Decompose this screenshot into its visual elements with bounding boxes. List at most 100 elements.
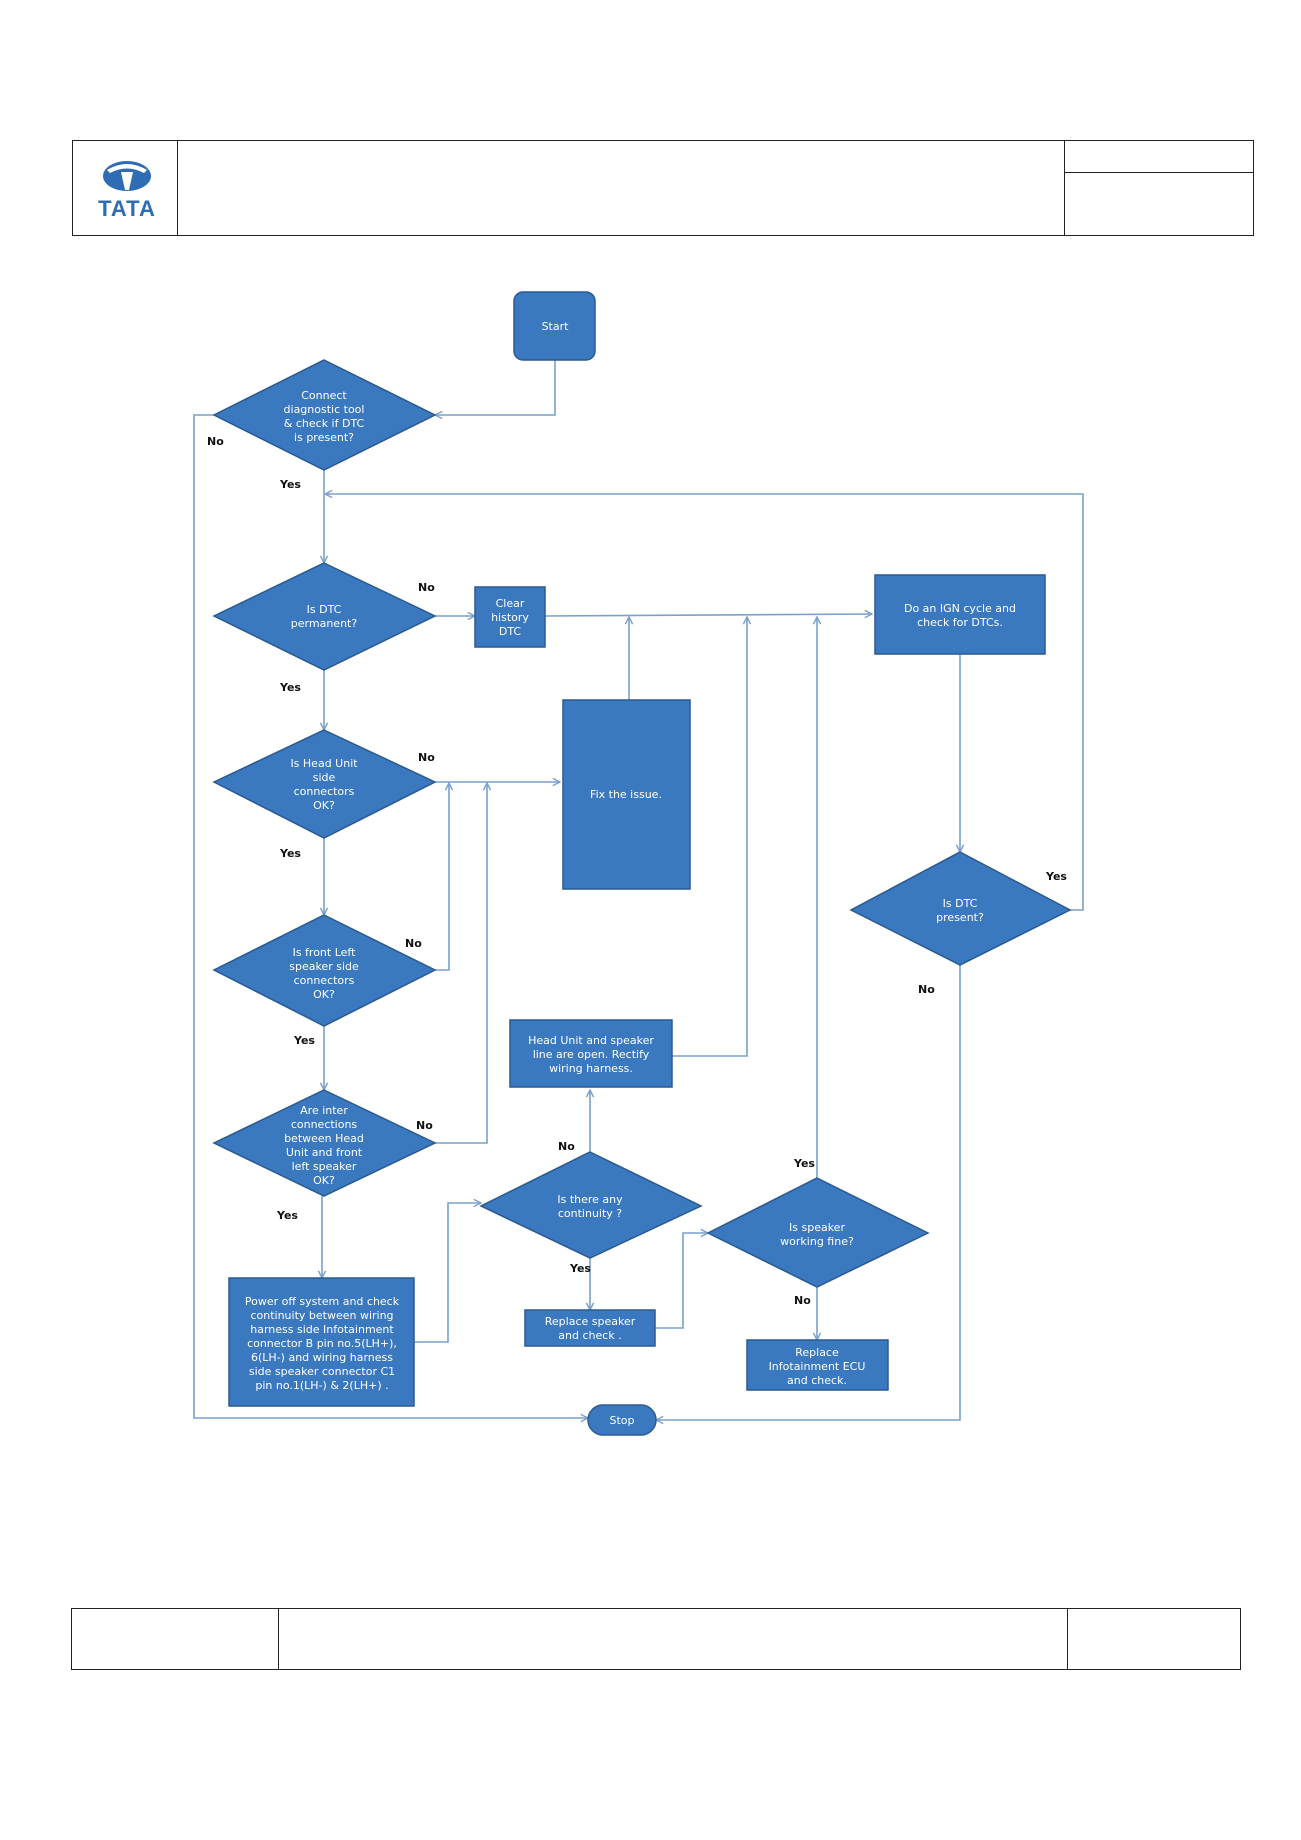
label-d5-no: No [416,1119,433,1132]
footer-divider [1067,1608,1068,1670]
node-text-line: Is DTC [943,897,978,910]
node-text-line: Connect [301,389,347,402]
label-dcont-yes: Yes [569,1262,591,1275]
node-text-line: Stop [609,1414,634,1427]
node-text-line: Do an IGN cycle and [904,602,1016,615]
node-text-line: Unit and front [286,1146,363,1159]
node-text-line: permanent? [291,617,358,630]
edges [193,360,1084,1420]
node-text-line: side [313,771,336,784]
node-text-line: 6(LH-) and wiring harness [251,1351,393,1364]
edge-labels: No Yes No Yes No Yes No Yes No Yes Yes N… [207,435,1067,1307]
node-text-line: Is speaker [789,1221,845,1234]
node-text-line: Head Unit and speaker [528,1034,654,1047]
node-text-line: and check . [558,1329,621,1342]
label-dspk-no: No [794,1294,811,1307]
node-text-line: wiring harness. [549,1062,633,1075]
label-d3-yes: Yes [279,847,301,860]
node-text-line: check for DTCs. [917,616,1003,629]
node-text-line: between Head [284,1132,364,1145]
node-text-line: is present? [294,431,354,444]
edge-d4-no [435,783,449,971]
node-text-line: connections [291,1118,358,1131]
node-text-line: Power off system and check [245,1295,400,1308]
node-text-line: working fine? [780,1235,854,1248]
node-text-line: continuity ? [558,1207,622,1220]
node-text-line: connectors [294,785,355,798]
edge-clear-ign [544,614,872,616]
node-text-line: Is DTC [307,603,342,616]
node-stop: Stop [587,1404,657,1436]
node-text-line: left speaker [292,1160,357,1173]
node-text-line: harness side Infotainment [250,1323,394,1336]
label-d2-no: No [418,581,435,594]
node-text-line: Is front Left [293,946,357,959]
edge-start-d1 [435,360,556,415]
node-text-line: present? [936,911,984,924]
label-d4-yes: Yes [293,1034,315,1047]
node-text-line: Are inter [300,1104,348,1117]
label-d5-yes: Yes [276,1209,298,1222]
node-text-line: Replace speaker [545,1315,636,1328]
header-table [72,140,1254,236]
label-dpres-yes: Yes [1045,870,1067,883]
node-start: Start [513,291,596,361]
tata-logo-icon [103,161,151,191]
node-fix: Fix the issue. [562,699,691,890]
label-d3-no: No [418,751,435,764]
edge-dpres-no [656,965,961,1420]
edge-dpres-yes [325,494,1084,911]
header-divider [1064,172,1254,173]
node-text-start: Start [542,320,570,333]
label-dcont-no: No [558,1140,575,1153]
node-text-line: history [491,611,529,624]
header-divider [177,140,178,236]
brand-name: TATA [98,196,156,221]
node-text-line: OK? [313,799,335,812]
node-text-line: Start [542,320,570,333]
node-text-line: DTC [499,625,522,638]
node-text-line: diagnostic tool [284,403,365,416]
node-text-line: continuity between wiring [250,1309,393,1322]
label-dpres-no: No [918,983,935,996]
label-d2-yes: Yes [279,681,301,694]
edge-d1-no [193,414,588,1418]
node-text-line: line are open. Rectify [533,1048,650,1061]
node-text-line: & check if DTC [284,417,365,430]
label-d1-no: No [207,435,224,448]
node-text-line: pin no.1(LH-) & 2(LH+) . [255,1379,388,1392]
node-text-line: speaker side [289,960,359,973]
node-text-line: side speaker connector C1 [249,1365,395,1378]
node-text-stop: Stop [609,1414,634,1427]
edge-power-dcont [413,1203,481,1343]
edge-d5-no [435,783,487,1144]
node-text-line: Replace [795,1346,839,1359]
edge-huopen-up [672,617,747,1057]
header-divider [1064,140,1065,236]
edge-replspk-dspk [655,1233,708,1329]
label-d1-yes: Yes [279,478,301,491]
node-text-line: Fix the issue. [590,788,662,801]
